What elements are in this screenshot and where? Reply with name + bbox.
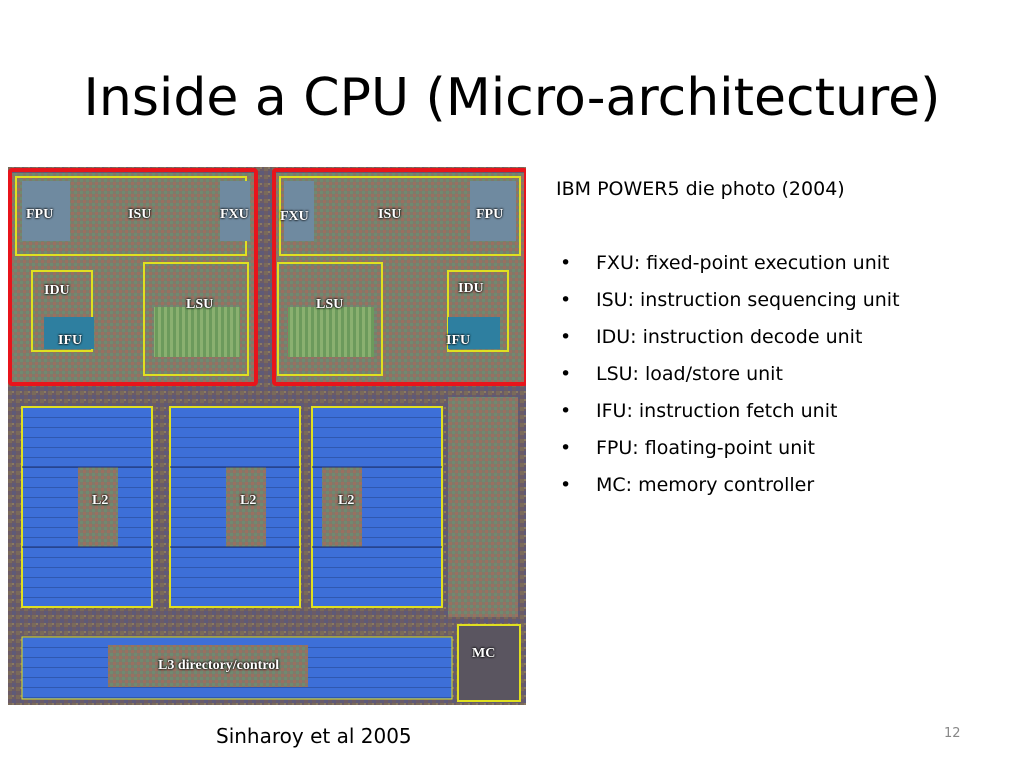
bullet-text: FPU: floating-point unit: [596, 437, 815, 459]
bullet-glyph: •: [560, 289, 572, 311]
die-label-ifu-core1: IFU: [58, 333, 83, 348]
die-label-isu-core1: ISU: [128, 207, 152, 222]
bullet-item: • LSU: load/store unit: [556, 359, 996, 396]
die-label-l2-2: L2: [240, 493, 257, 508]
bullet-glyph: •: [560, 252, 572, 274]
die-label-fpu-core2: FPU: [476, 207, 504, 222]
die-label-fxu-core1: FXU: [220, 207, 249, 222]
side-panel: IBM POWER5 die photo (2004) • FXU: fixed-…: [556, 174, 996, 507]
bullet-text: FXU: fixed-point execution unit: [596, 252, 890, 274]
bullet-item: • IDU: instruction decode unit: [556, 322, 996, 359]
bullet-glyph: •: [560, 437, 572, 459]
bullet-list: • FXU: fixed-point execution unit • ISU: i…: [556, 248, 996, 507]
die-label-lsu-core2: LSU: [316, 297, 344, 312]
die-label-idu-core2: IDU: [458, 281, 484, 296]
bullet-item: • ISU: instruction sequencing unit: [556, 285, 996, 322]
die-label-l3: L3 directory/control: [158, 658, 280, 673]
bullet-glyph: •: [560, 400, 572, 422]
bullet-item: • FPU: floating-point unit: [556, 433, 996, 470]
bullet-glyph: •: [560, 363, 572, 385]
die-label-isu-core2: ISU: [378, 207, 402, 222]
die-label-fxu-core2: FXU: [280, 209, 309, 224]
die-label-ifu-core2: IFU: [446, 333, 471, 348]
bullet-item: • MC: memory controller: [556, 470, 996, 507]
die-label-fpu-core1: FPU: [26, 207, 54, 222]
die-graphic: [8, 167, 526, 705]
die-label-l2-1: L2: [92, 493, 109, 508]
die-photo: FPU ISU FXU IDU LSU IFU FXU ISU FPU IDU …: [8, 167, 526, 705]
bullet-item: • IFU: instruction fetch unit: [556, 396, 996, 433]
die-label-lsu-core1: LSU: [186, 297, 214, 312]
die-label-idu-core1: IDU: [44, 283, 70, 298]
image-caption: Sinharoy et al 2005: [216, 724, 412, 748]
die-label-mc: MC: [472, 646, 496, 661]
bullet-text: IDU: instruction decode unit: [596, 326, 863, 348]
bullet-text: ISU: instruction sequencing unit: [596, 289, 900, 311]
bullet-text: IFU: instruction fetch unit: [596, 400, 838, 422]
bullet-item: • FXU: fixed-point execution unit: [556, 248, 996, 285]
side-heading: IBM POWER5 die photo (2004): [556, 178, 845, 200]
slide-title: Inside a CPU (Micro-architecture): [83, 68, 941, 128]
bullet-text: MC: memory controller: [596, 474, 815, 496]
bullet-glyph: •: [560, 474, 572, 496]
bullet-glyph: •: [560, 326, 572, 348]
page-number: 12: [944, 726, 961, 741]
bullet-text: LSU: load/store unit: [596, 363, 783, 385]
die-label-l2-3: L2: [338, 493, 355, 508]
